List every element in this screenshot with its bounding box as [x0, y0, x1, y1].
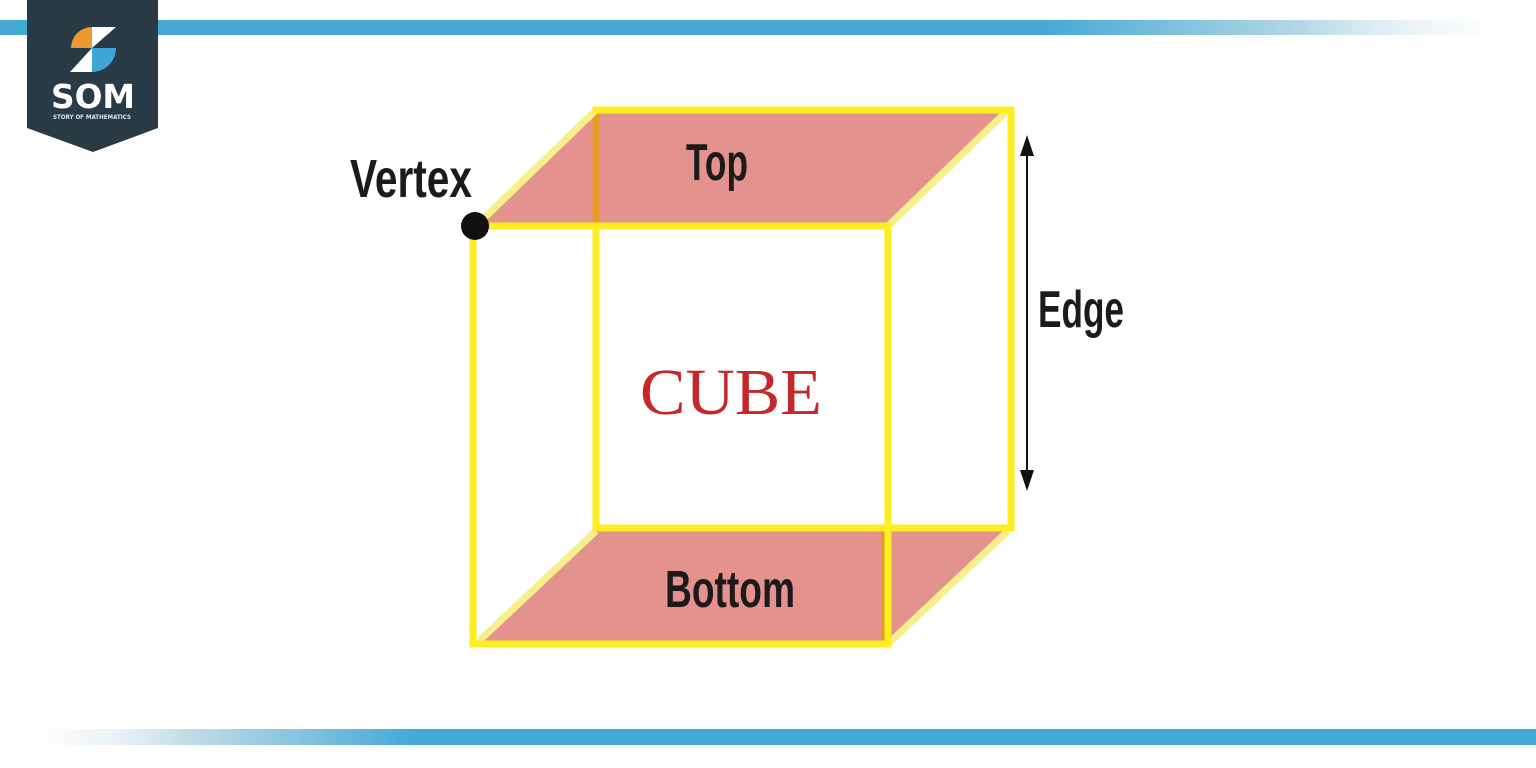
- logo-tagline: STORY OF MATHEMATICS: [53, 114, 131, 121]
- top-decor-bar: [0, 20, 1536, 35]
- som-logo: SOM STORY OF MATHEMATICS: [27, 0, 158, 152]
- cube: [461, 106, 1015, 648]
- vertex-label: Vertex: [350, 149, 472, 209]
- cube-edge-diag-bottom-right: [885, 528, 1011, 647]
- cube-edge-diag-bottom-left: [476, 528, 599, 644]
- logo-wordmark: SOM: [51, 77, 135, 116]
- bottom-face-label: Bottom: [665, 561, 795, 619]
- edge-label: Edge: [1038, 281, 1124, 339]
- cube-front-face-edges: [469, 222, 892, 648]
- logo-banner: [27, 0, 158, 152]
- cube-edge-diag-top-left: [476, 107, 599, 226]
- cube-edge-diag-top-right: [885, 107, 1011, 229]
- logo-glyph-icon: [70, 27, 116, 72]
- cube-title: CUBE: [640, 356, 822, 429]
- cube-top-face: [476, 110, 1011, 229]
- top-face-label: Top: [686, 134, 748, 192]
- bottom-decor-bar: [0, 729, 1536, 745]
- vertex-dot: [461, 212, 489, 240]
- edge-arrow-icon: [1020, 135, 1034, 491]
- cube-bottom-face: [476, 528, 1011, 644]
